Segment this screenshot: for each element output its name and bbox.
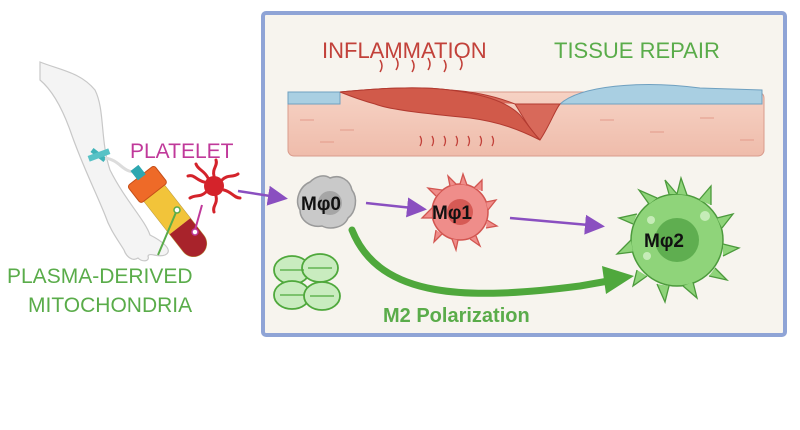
- plasma-label-line2: MITOCHONDRIA: [28, 294, 192, 317]
- platelet-icon: [186, 158, 242, 214]
- platelet-pointer: [194, 204, 203, 231]
- macrophage-m2: Mφ2: [615, 175, 741, 304]
- skin-cross-section: [287, 57, 765, 157]
- arrow-platelet-to-m0: [237, 185, 288, 206]
- m2-label: Mφ2: [644, 231, 684, 252]
- plasma-label-line1: PLASMA-DERIVED: [7, 265, 193, 288]
- m0-label: Mφ0: [301, 194, 341, 215]
- polarization-arrowhead: [602, 266, 634, 294]
- arrow-m0-to-m2-polarization: [348, 226, 618, 297]
- tissue-repair-title: TISSUE REPAIR: [554, 38, 720, 63]
- macrophage-m1: Mφ1: [420, 171, 499, 253]
- mitochondria-icon: [273, 253, 341, 311]
- macrophage-m0: Mφ0: [296, 175, 357, 229]
- platelet-label: PLATELET: [130, 140, 234, 163]
- arrow-m1-to-m2: [509, 214, 605, 235]
- inflammation-title: INFLAMMATION: [322, 38, 487, 63]
- arm-illustration: [39, 61, 169, 262]
- m1-label: Mφ1: [432, 203, 472, 224]
- blood-tube-icon: [127, 164, 208, 258]
- arrow-m0-to-m1: [365, 197, 427, 218]
- mitochondria-pointer: [157, 209, 178, 256]
- m2-polarization-label: M2 Polarization: [383, 305, 530, 327]
